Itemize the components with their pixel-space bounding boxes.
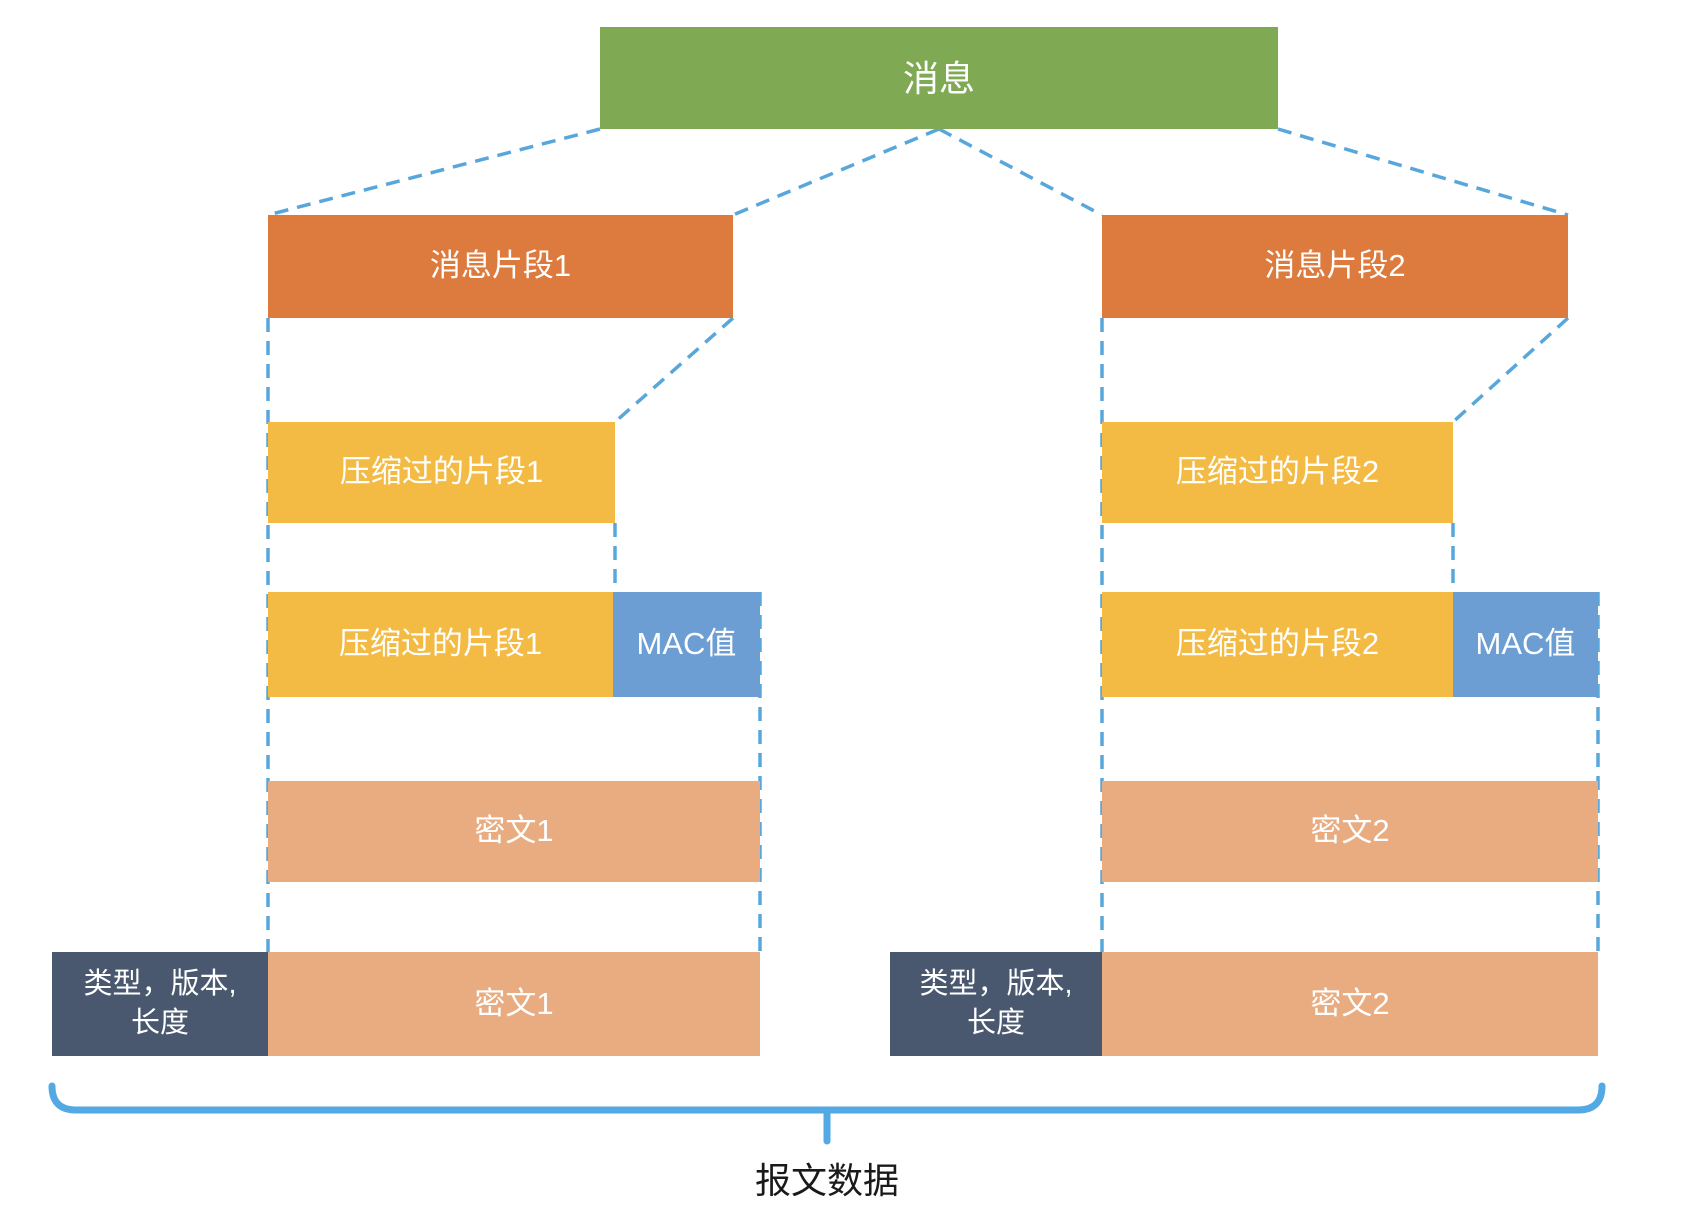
ciphertext-2-box: 密文2: [1102, 781, 1598, 882]
mac-value-1-box: MAC值: [613, 592, 760, 697]
ciphertext-2-record-box: 密文2: [1102, 952, 1598, 1056]
brace-caption: 报文数据: [754, 1160, 899, 1201]
dashed-connector-message-to-fragment2-left: [938, 127, 1103, 217]
ciphertext-1-record-box: 密文1: [268, 952, 760, 1056]
compressed-fragment-2-with-mac-box: 压缩过的片段2: [1102, 592, 1453, 697]
compressed-fragment-1-box: 压缩过的片段1: [268, 422, 615, 523]
dashed-connector-message-to-fragment2-right: [1277, 127, 1569, 217]
dashed-connector-message-to-fragment1-left: [267, 127, 601, 217]
message-box: 消息: [600, 27, 1278, 129]
record-header-line2: 长度: [966, 1007, 1025, 1039]
ciphertext-1-box: 密文1: [268, 781, 760, 882]
record-header-line1: 类型，版本,: [919, 967, 1073, 1000]
dashed-connector-message-to-fragment1-right: [732, 127, 940, 217]
dashed-connector-fragment2-to-compressed2: [1451, 316, 1570, 424]
record-header-line2: 长度: [130, 1007, 189, 1039]
compressed-fragment-2-box: 压缩过的片段2: [1102, 422, 1453, 523]
compressed-fragment-1-with-mac-box: 压缩过的片段1: [268, 592, 613, 697]
record-header-2-box: 类型，版本, 长度: [890, 952, 1102, 1056]
brace: [48, 1082, 1606, 1114]
fragment-1-box: 消息片段1: [268, 215, 733, 318]
mac-value-2-box: MAC值: [1453, 592, 1598, 697]
record-header-1-box: 类型，版本, 长度: [52, 952, 268, 1056]
fragment-2-box: 消息片段2: [1102, 215, 1568, 318]
record-header-line1: 类型，版本,: [83, 967, 237, 1000]
dashed-connector-fragment1-to-compressed1: [613, 316, 735, 424]
